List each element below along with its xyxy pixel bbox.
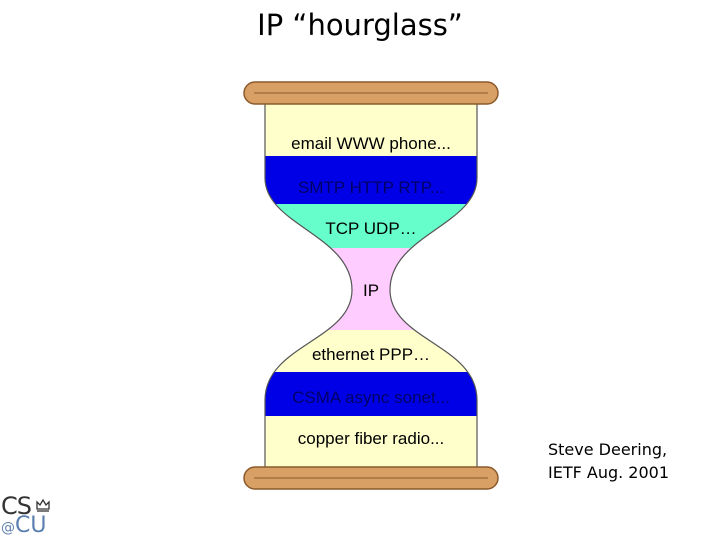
logo-cs-text: CS — [1, 492, 32, 520]
layer-label-physical: copper fiber radio... — [298, 429, 444, 448]
crown-icon — [36, 498, 50, 512]
layer-label-app-protocols: SMTP HTTP RTP... — [298, 178, 444, 197]
author-credit-venue: IETF Aug. 2001 — [548, 463, 670, 482]
cs-columbia-logo: CS @CU — [0, 492, 60, 540]
author-credit-name: Steve Deering, — [548, 440, 668, 459]
layer-band-app-protocols — [265, 156, 477, 204]
author-credit: Steve Deering, IETF Aug. 2001 — [548, 438, 669, 484]
layer-label-transport: TCP UDP… — [325, 219, 416, 238]
logo-cu-letters: CU — [15, 513, 47, 538]
layer-label-link: ethernet PPP… — [312, 345, 430, 364]
layer-label-network: IP — [363, 281, 379, 300]
logo-at-sign: @ — [1, 520, 15, 536]
layer-label-applications: email WWW phone... — [291, 134, 451, 153]
layer-band-mac — [265, 372, 477, 416]
logo-cu-text: @CU — [1, 513, 46, 538]
layer-band-applications — [265, 102, 477, 156]
layer-label-mac: CSMA async sonet... — [292, 388, 450, 407]
layer-band-physical — [265, 416, 477, 470]
slide-title: IP “hourglass” — [257, 8, 463, 42]
